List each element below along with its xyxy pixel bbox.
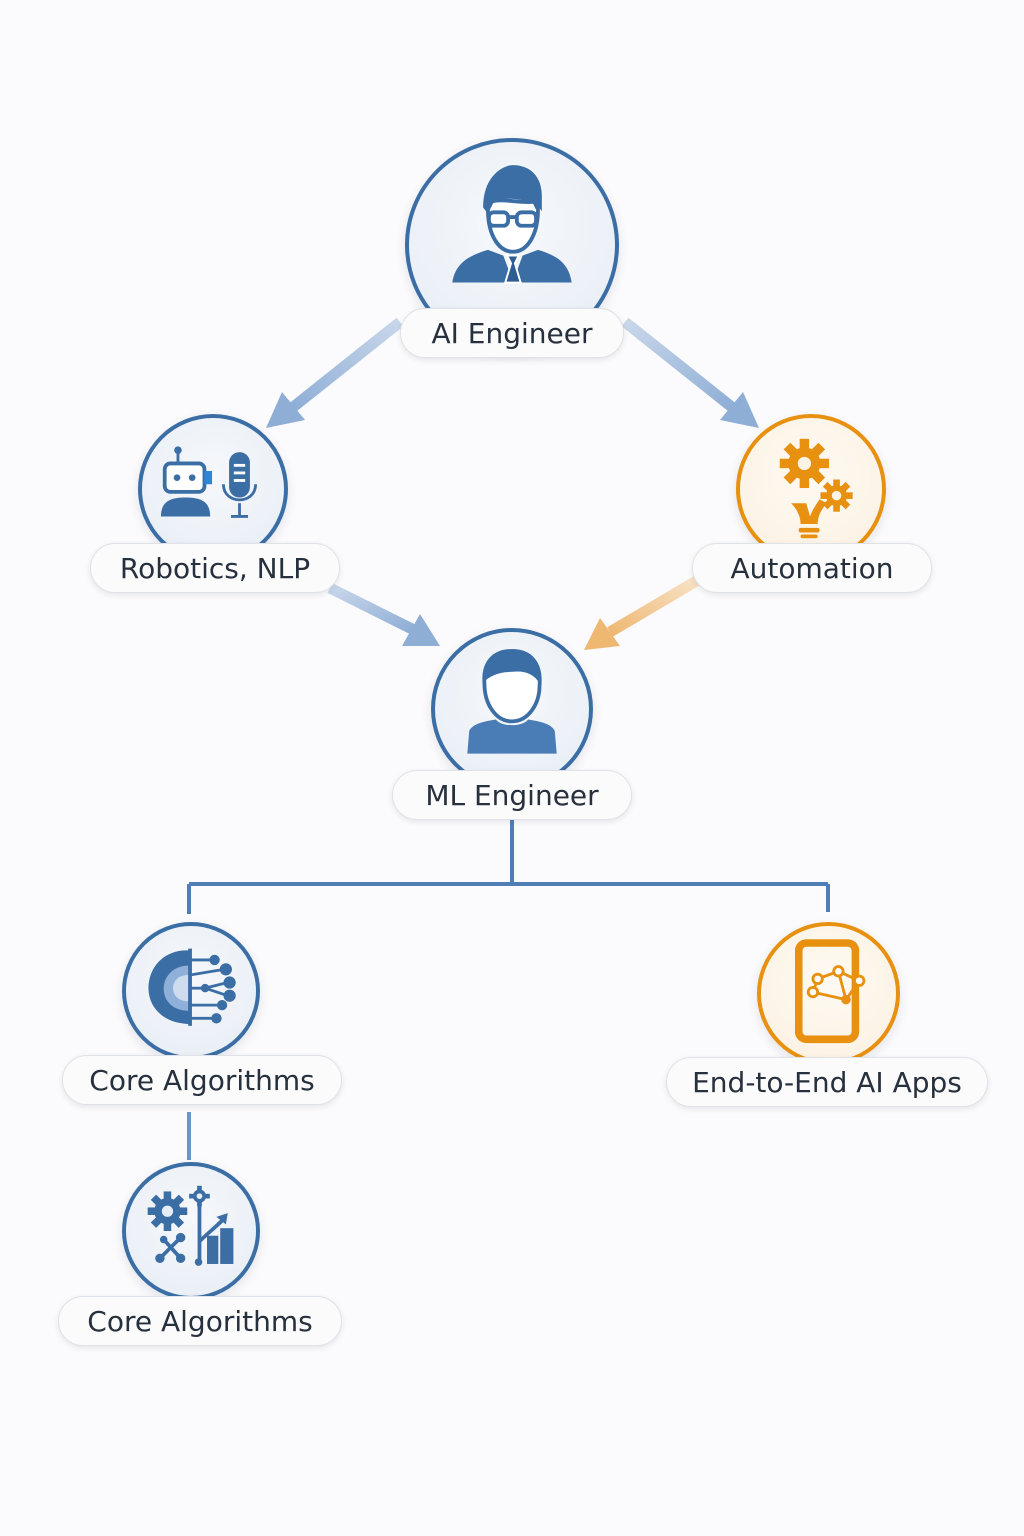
core-algorithms-2-label: Core Algorithms: [58, 1296, 342, 1346]
gears-chart-growth-icon: [147, 1185, 234, 1266]
end-to-end-ai-apps-label: End-to-End AI Apps: [666, 1057, 988, 1107]
edge-robotics-to-ml: [327, 583, 440, 646]
smartphone-network-icon: [794, 939, 866, 1044]
edge-ml-tree: [187, 820, 830, 914]
edge-ai-to-robotics: [266, 317, 404, 428]
edge-ai-to-automation: [621, 317, 759, 428]
ai-engineer-label: AI Engineer: [400, 308, 624, 358]
robot-microphone-icon: [160, 446, 258, 518]
businessman-glasses-icon: [452, 165, 572, 284]
robotics-nlp-circle: [138, 414, 288, 564]
automation-label: Automation: [692, 543, 932, 593]
brain-circuit-gear-icon: [148, 948, 236, 1026]
core-algorithms-1-circle: [122, 922, 260, 1060]
edge-automation-to-ml: [584, 575, 701, 650]
ml-engineer-circle: [431, 628, 593, 790]
ml-engineer-label: ML Engineer: [392, 770, 632, 820]
end-to-end-ai-apps-circle: [757, 922, 900, 1065]
person-icon: [467, 649, 557, 754]
robotics-nlp-label: Robotics, NLP: [90, 543, 340, 593]
gears-lightbulb-icon: [779, 438, 853, 539]
core-algorithms-1-label: Core Algorithms: [62, 1055, 342, 1105]
core-algorithms-2-circle: [122, 1162, 260, 1300]
automation-circle: [736, 414, 886, 564]
